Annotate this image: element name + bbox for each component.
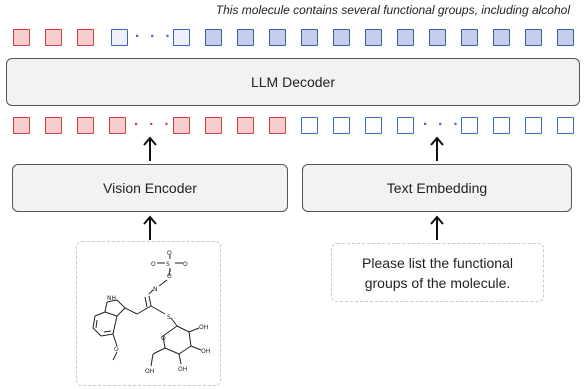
text-embedding-box: Text Embedding <box>302 164 572 212</box>
vision-encoder-box: Vision Encoder <box>12 164 288 212</box>
llm-decoder-label: LLM Decoder <box>250 74 336 90</box>
text-prompt-panel: Please list the functional groups of the… <box>331 243 544 302</box>
up-arrow-icon <box>430 136 444 161</box>
output-token <box>237 29 254 46</box>
atom-label-oxygen: O <box>161 335 166 342</box>
text-token <box>461 117 478 134</box>
text-token <box>397 117 414 134</box>
atom-label-hydroxyl: OH <box>199 324 208 331</box>
output-prompt-token <box>77 29 94 46</box>
image-token <box>205 117 222 134</box>
image-token <box>269 117 286 134</box>
text-token <box>525 117 542 134</box>
text-token <box>493 117 510 134</box>
image-token <box>77 117 94 134</box>
output-token <box>269 29 286 46</box>
text-token <box>333 117 350 134</box>
text-token <box>301 117 318 134</box>
output-token <box>301 29 318 46</box>
output-token <box>205 29 222 46</box>
atom-label-oxygen: O <box>183 261 188 268</box>
output-token <box>525 29 542 46</box>
image-token <box>109 117 126 134</box>
atom-label-hydroxyl: OH <box>145 368 154 375</box>
output-caption: This molecule contains several functiona… <box>215 3 570 17</box>
output-token <box>333 29 350 46</box>
atom-label-hydroxyl: OH <box>178 366 187 373</box>
atom-label-sulfur: S <box>167 314 171 321</box>
up-arrow-icon <box>143 215 157 240</box>
ellipsis: · · · <box>134 116 173 133</box>
atom-label-sulfur: S <box>166 261 170 268</box>
output-token <box>557 29 574 46</box>
image-token <box>13 117 30 134</box>
text-token <box>557 117 574 134</box>
image-token <box>45 117 62 134</box>
llm-decoder-box: LLM Decoder <box>6 58 580 106</box>
atom-label-oxygen: O <box>167 250 172 257</box>
atom-label-oxygen: O <box>167 273 172 280</box>
atom-label-oxygen: O <box>151 261 156 268</box>
up-arrow-icon <box>430 215 444 240</box>
atom-label-hydroxyl: OH <box>201 348 210 355</box>
output-token <box>461 29 478 46</box>
text-embedding-label: Text Embedding <box>386 180 488 196</box>
output-token <box>429 29 446 46</box>
image-token <box>173 117 190 134</box>
up-arrow-icon <box>143 136 157 161</box>
vision-encoder-label: Vision Encoder <box>103 180 197 196</box>
output-token <box>397 29 414 46</box>
molecule-image-panel: S O O O O N S NH O O OH OH OH OH <box>76 241 221 386</box>
text-token <box>365 117 382 134</box>
atom-label-oxygen: O <box>114 346 119 353</box>
output-prompt-token <box>173 29 190 46</box>
output-prompt-token <box>45 29 62 46</box>
output-prompt-token <box>111 29 128 46</box>
image-token <box>237 117 254 134</box>
output-prompt-token <box>13 29 30 46</box>
ellipsis: · · · <box>135 28 174 45</box>
atom-label-nitrogen: N <box>153 286 158 293</box>
atom-label-nh: NH <box>107 295 116 302</box>
prompt-text: Please list the functional groups of the… <box>362 254 513 291</box>
molecule-structure-image: S O O O O N S NH O O OH OH OH OH <box>92 250 210 375</box>
output-token <box>493 29 510 46</box>
output-token <box>365 29 382 46</box>
ellipsis: · · · <box>423 116 462 133</box>
